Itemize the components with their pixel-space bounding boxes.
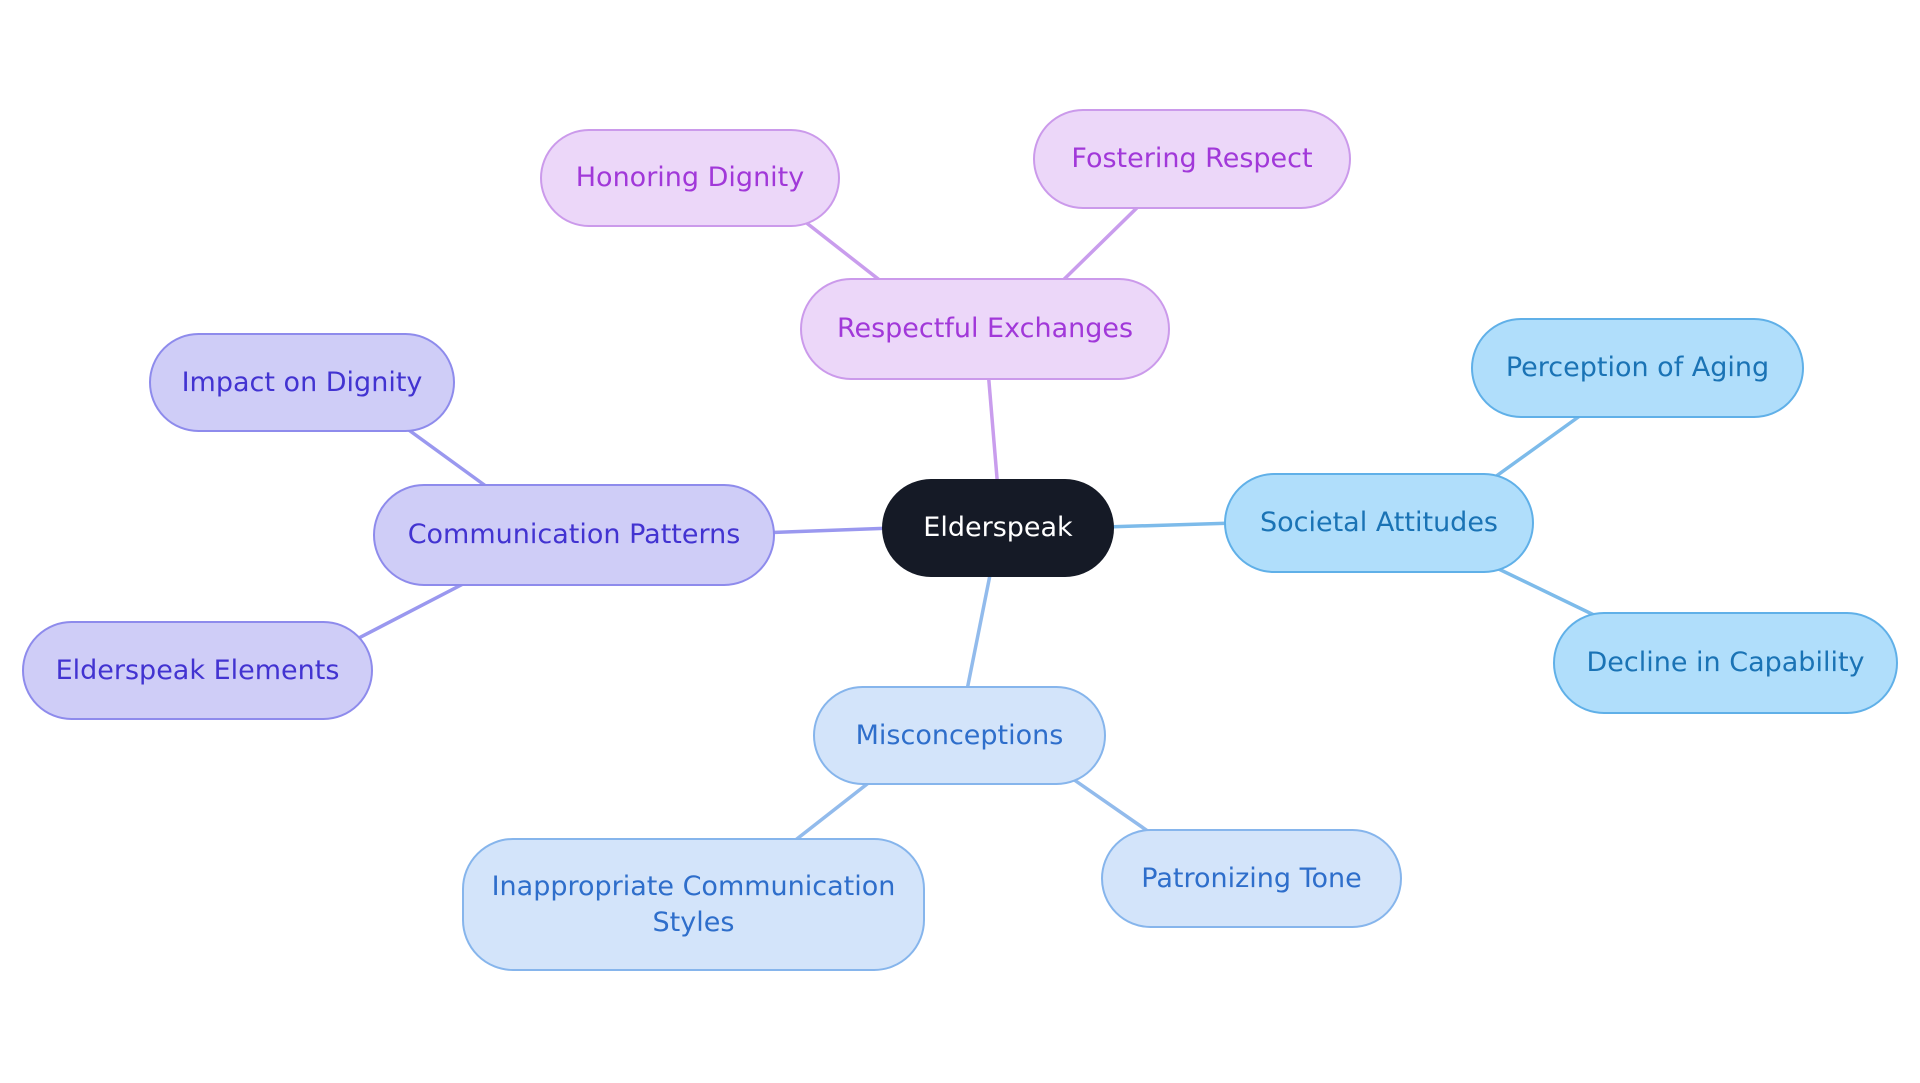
node-respectful-exchanges[interactable]: Respectful Exchanges [800,278,1170,380]
node-patronizing-tone[interactable]: Patronizing Tone [1101,829,1402,928]
node-fostering-respect[interactable]: Fostering Respect [1033,109,1351,209]
node-elderspeak-elements[interactable]: Elderspeak Elements [22,621,373,720]
node-perception-of-aging[interactable]: Perception of Aging [1471,318,1804,418]
node-societal-attitudes[interactable]: Societal Attitudes [1224,473,1534,573]
node-decline-in-capability[interactable]: Decline in Capability [1553,612,1898,714]
edge-center-societal-attitudes [1103,521,1237,529]
node-honoring-dignity[interactable]: Honoring Dignity [540,129,840,227]
edge-center-communication-patterns [758,526,897,535]
edge-center-respectful-exchanges [986,368,1000,492]
node-elderspeak-center[interactable]: Elderspeak [882,479,1114,577]
edge-center-misconceptions [963,563,994,702]
node-inappropriate-communication-styles[interactable]: Inappropriate Communication Styles [462,838,925,971]
node-misconceptions[interactable]: Misconceptions [813,686,1106,785]
node-impact-on-dignity[interactable]: Impact on Dignity [149,333,455,432]
node-communication-patterns[interactable]: Communication Patterns [373,484,775,586]
